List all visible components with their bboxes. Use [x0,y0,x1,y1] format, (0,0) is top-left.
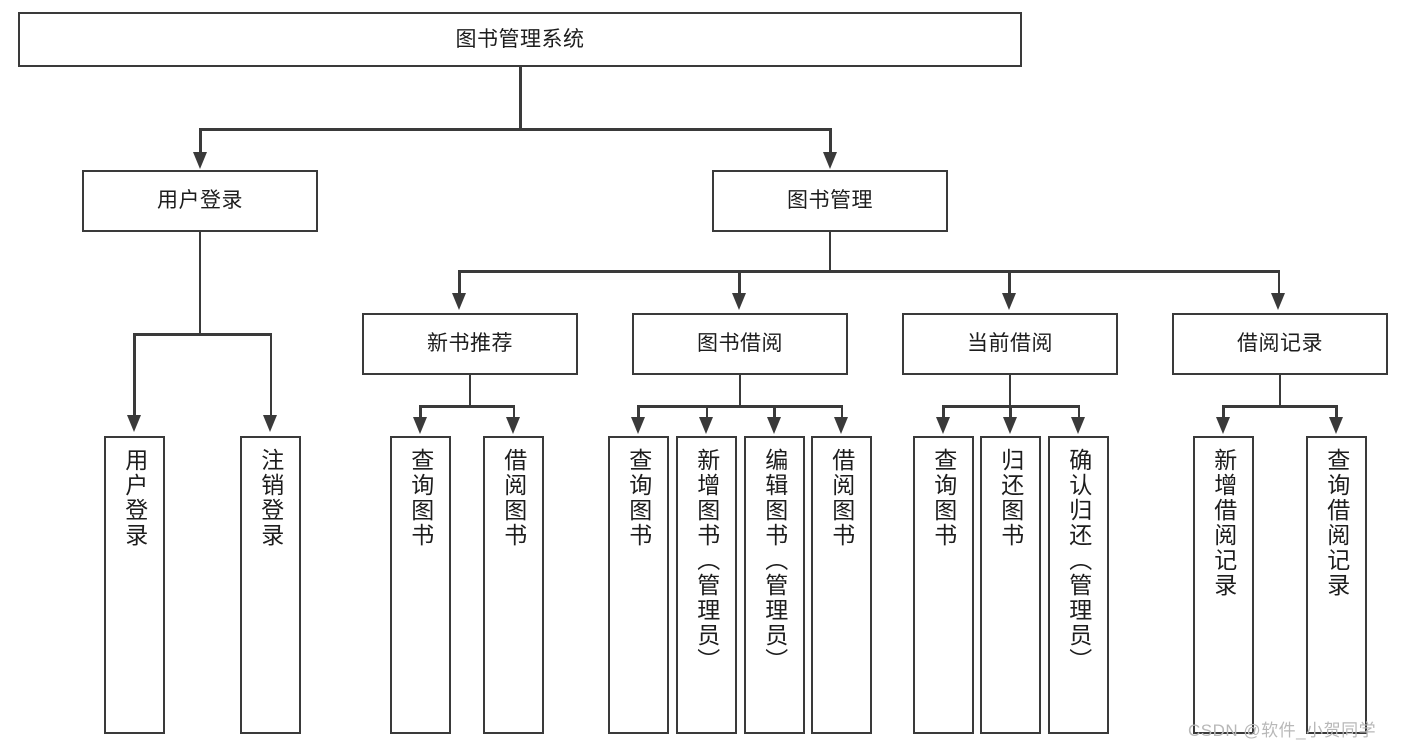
leaf-user-login[interactable]: 用户登录 [104,436,165,734]
arrowhead-nb-query [413,417,427,434]
arrowhead-bb-query [631,417,645,434]
leaf-records-query-record[interactable]: 查询借阅记录 [1306,436,1367,734]
node-label: 确认归还（管理员） [1065,448,1092,673]
connector-current-borrow-stem [1008,375,1011,407]
arrowhead-cb-return [1003,417,1017,434]
node-label: 查询图书 [930,448,957,548]
connector-new-book-bar [419,405,514,408]
connector-book-borrow-bar [637,405,842,408]
node-label: 图书管理 [787,189,873,213]
connector-drop-leaf-logout [269,333,272,417]
node-label: 查询图书 [407,448,434,548]
leaf-currentborrow-query-book[interactable]: 查询图书 [913,436,974,734]
node-label: 当前借阅 [967,332,1053,356]
connector-drop-current-borrow [1008,270,1011,296]
node-label: 编辑图书（管理员） [761,448,788,673]
leaf-currentborrow-confirm-return-admin[interactable]: 确认归还（管理员） [1048,436,1109,734]
connector-drop-br-query [1335,405,1338,419]
connector-drop-book-management [829,128,832,155]
arrowhead-bb-borrow [834,417,848,434]
node-label: 图书管理系统 [455,27,585,51]
arrowhead-bb-add [699,417,713,434]
connector-borrow-records-bar [1222,405,1337,408]
connector-tier3-bar [458,270,1280,273]
node-label: 归还图书 [997,448,1024,548]
leaf-records-add-record[interactable]: 新增借阅记录 [1193,436,1254,734]
connector-drop-user-login [199,128,202,155]
node-book-management[interactable]: 图书管理 [712,170,948,232]
connector-drop-nb-query [419,405,422,419]
connector-drop-bb-edit [773,405,776,419]
node-label: 借阅图书 [500,448,527,548]
arrowhead-new-book [452,293,466,310]
connector-tier2-bar [199,128,832,131]
connector-drop-bb-query [637,405,640,419]
node-label: 新增图书（管理员） [693,448,720,673]
arrowhead-book-borrow [732,293,746,310]
arrowhead-bb-edit [767,417,781,434]
arrowhead-current-borrow [1002,293,1016,310]
connector-drop-bb-add [705,405,708,419]
node-label: 用户登录 [121,448,148,548]
connector-drop-bb-borrow [840,405,843,419]
node-label: 查询图书 [625,448,652,548]
arrowhead-book-management [823,152,837,169]
node-label: 注销登录 [257,448,284,548]
connector-user-login-bar [133,333,271,336]
node-label: 新书推荐 [427,332,513,356]
leaf-currentborrow-return-book[interactable]: 归还图书 [980,436,1041,734]
arrowhead-leaf-logout [263,415,277,432]
connector-book-borrow-stem [738,375,741,407]
node-label: 用户登录 [157,189,243,213]
connector-new-book-stem [468,375,471,407]
leaf-bookborrow-borrow-book[interactable]: 借阅图书 [811,436,872,734]
node-current-borrow[interactable]: 当前借阅 [902,313,1118,375]
arrowhead-user-login [193,152,207,169]
node-label: 查询借阅记录 [1323,448,1350,598]
leaf-newbook-borrow-book[interactable]: 借阅图书 [483,436,544,734]
connector-user-login-stem [198,232,201,335]
leaf-logout[interactable]: 注销登录 [240,436,301,734]
connector-drop-nb-borrow [512,405,515,419]
connector-drop-br-add [1222,405,1225,419]
leaf-bookborrow-edit-book-admin[interactable]: 编辑图书（管理员） [744,436,805,734]
connector-drop-new-book [458,270,461,296]
connector-drop-leaf-user-login [133,333,136,417]
node-label: 借阅记录 [1237,332,1323,356]
connector-drop-book-borrow [738,270,741,296]
connector-drop-cb-confirm [1077,405,1080,419]
node-user-login[interactable]: 用户登录 [82,170,318,232]
arrowhead-borrow-records [1271,293,1285,310]
node-label: 新增借阅记录 [1210,448,1237,598]
leaf-bookborrow-query-book[interactable]: 查询图书 [608,436,669,734]
leaf-newbook-query-book[interactable]: 查询图书 [390,436,451,734]
node-label: 借阅图书 [828,448,855,548]
arrowhead-br-query [1329,417,1343,434]
arrowhead-cb-confirm [1071,417,1085,434]
connector-drop-borrow-records [1277,270,1280,296]
arrowhead-leaf-user-login [127,415,141,432]
connector-borrow-records-stem [1278,375,1281,407]
node-label: 图书借阅 [697,332,783,356]
csdn-watermark: CSDN @软件_小贺同学 [1188,721,1377,740]
arrowhead-nb-borrow [506,417,520,434]
node-book-borrow[interactable]: 图书借阅 [632,313,848,375]
arrowhead-cb-query [936,417,950,434]
node-root-book-management-system[interactable]: 图书管理系统 [18,12,1022,67]
node-new-book-recommend[interactable]: 新书推荐 [362,313,578,375]
connector-book-management-stem [828,232,831,272]
arrowhead-br-add [1216,417,1230,434]
connector-drop-cb-query [942,405,945,419]
node-borrow-records[interactable]: 借阅记录 [1172,313,1388,375]
connector-root-stem [519,67,522,129]
connector-drop-cb-return [1009,405,1012,419]
leaf-bookborrow-add-book-admin[interactable]: 新增图书（管理员） [676,436,737,734]
